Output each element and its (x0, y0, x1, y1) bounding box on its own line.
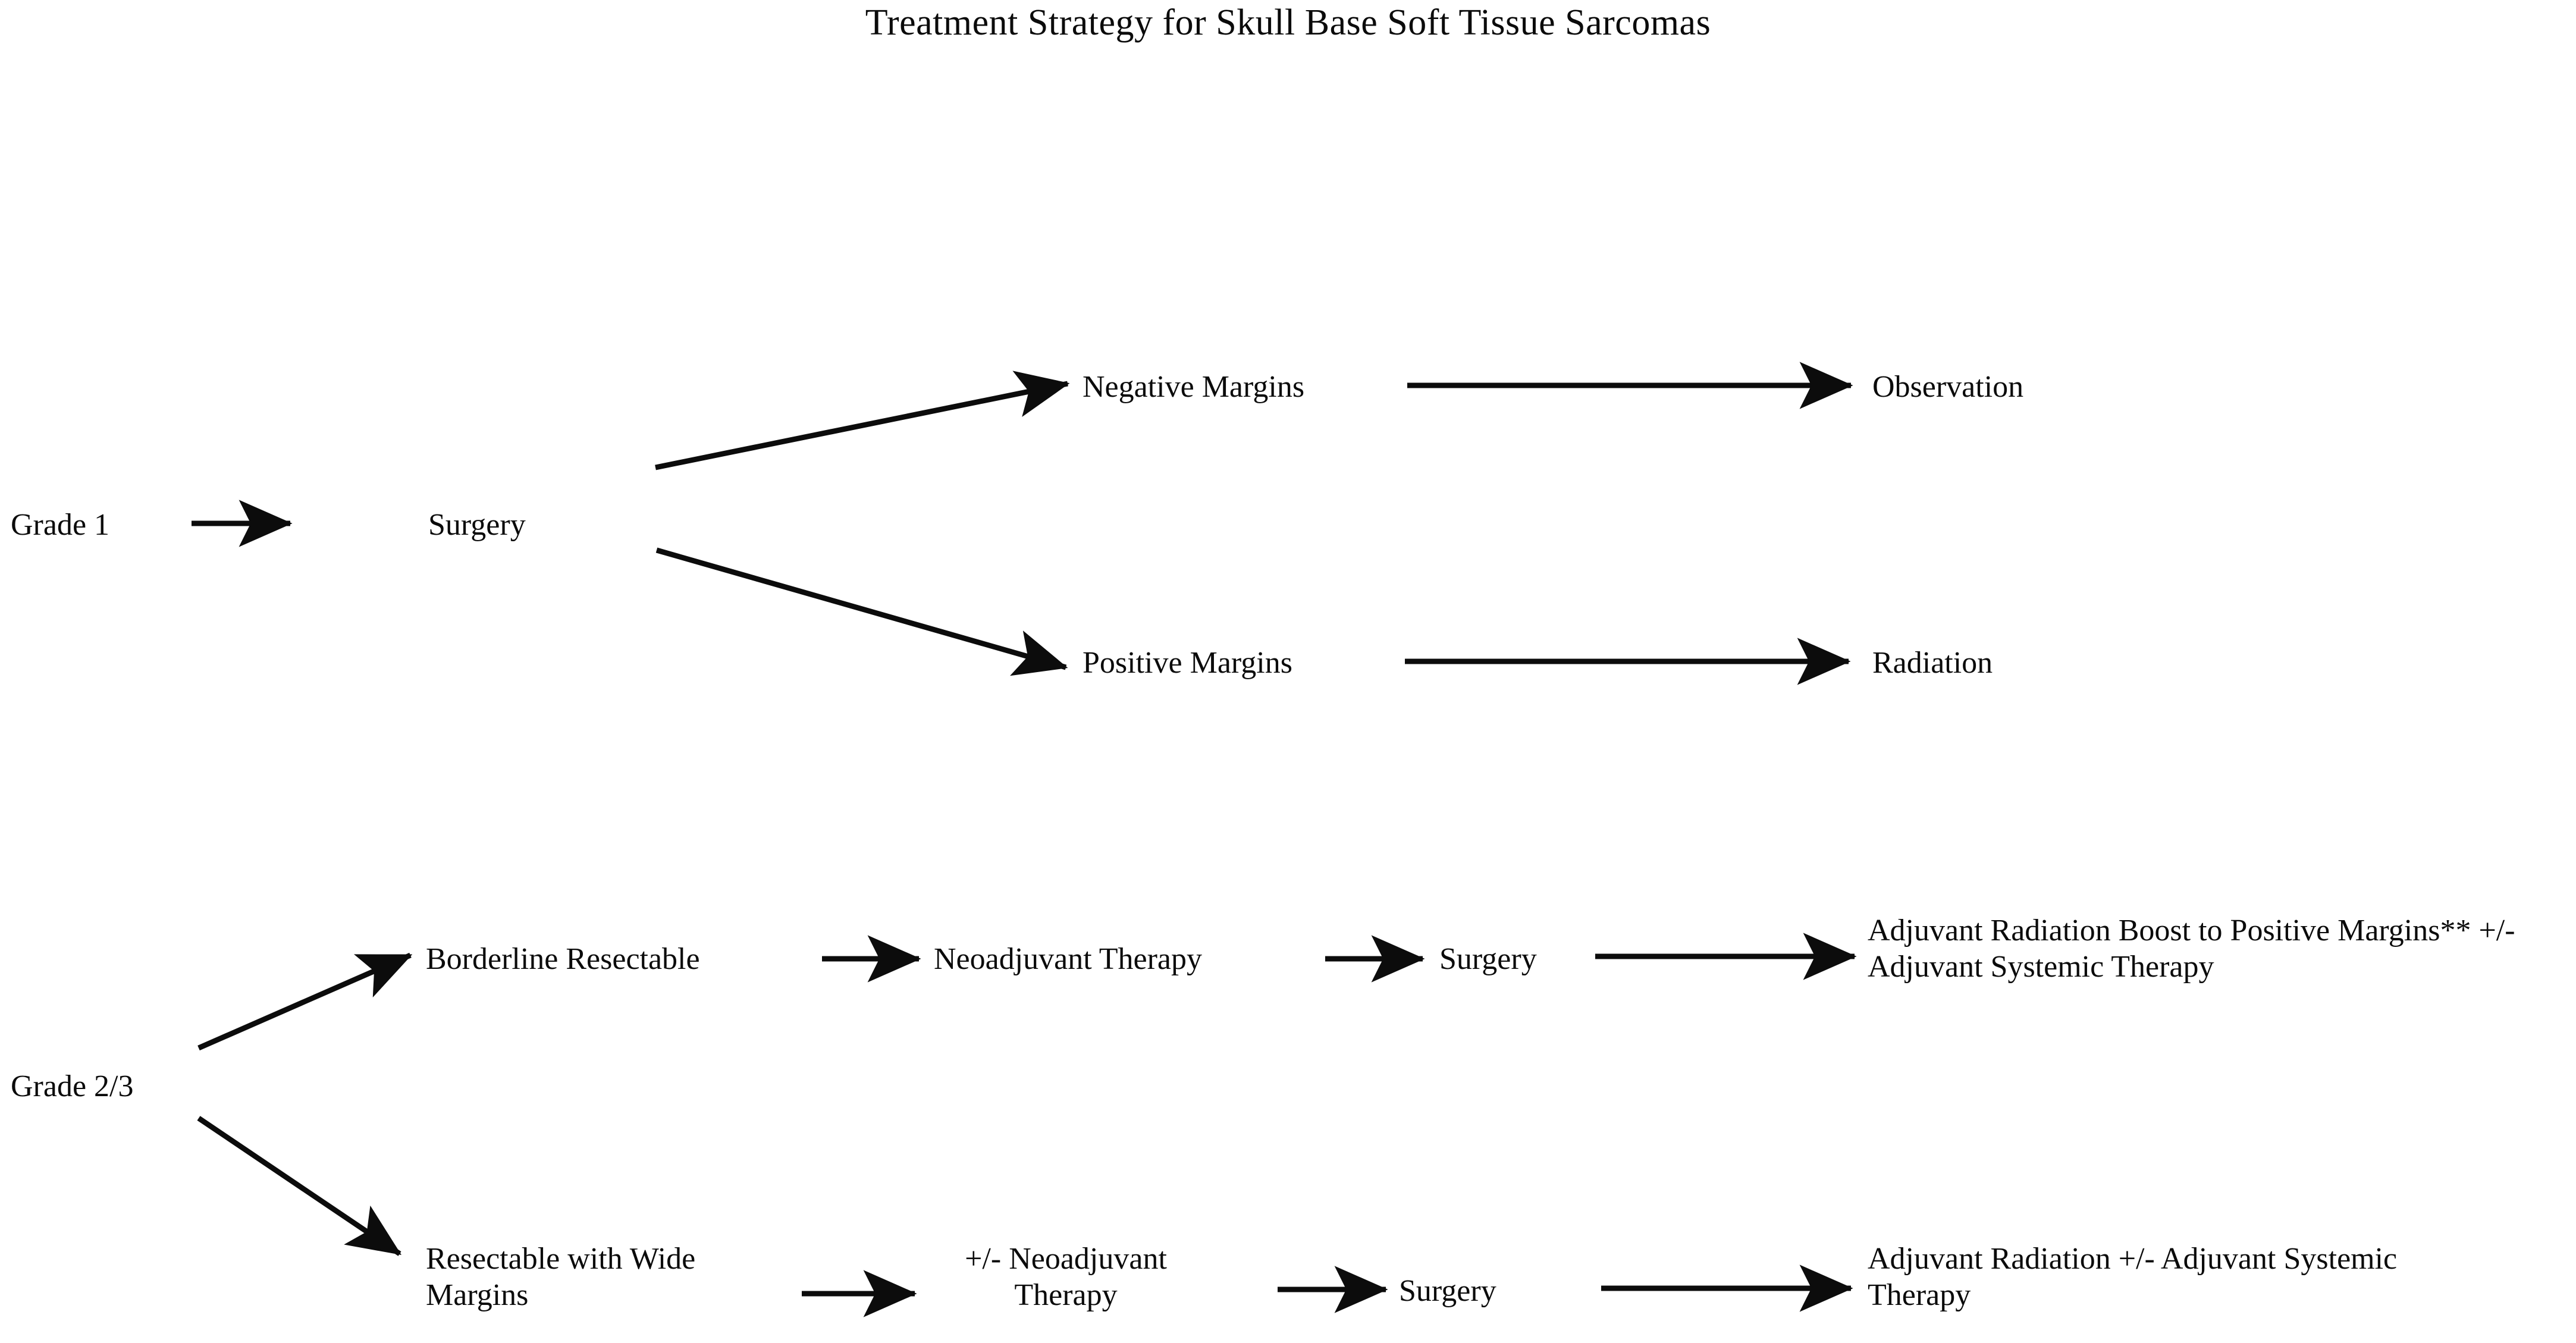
node-pm-neoadjuvant-therapy: +/- Neoadjuvant Therapy (965, 1242, 1167, 1313)
node-borderline-resectable: Borderline Resectable (426, 942, 700, 976)
edge-surgery-positive-margins (655, 547, 1068, 676)
node-negative-margins: Negative Margins (1083, 370, 1305, 404)
node-grade-2-3: Grade 2/3 (11, 1069, 134, 1103)
node-neoadjuvant-therapy: Neoadjuvant Therapy (934, 942, 1202, 976)
edge-grade23-resectable-wide (197, 1116, 401, 1256)
node-resectable-wide-margins: Resectable with Wide Margins (426, 1242, 696, 1313)
node-adjuvant-radiation: Adjuvant Radiation +/- Adjuvant Systemic… (1868, 1242, 2398, 1313)
node-surgery-grade1: Surgery (428, 508, 526, 542)
edge-grade23-borderline (197, 952, 413, 1051)
node-radiation: Radiation (1872, 646, 1993, 680)
node-adjuvant-radiation-boost: Adjuvant Radiation Boost to Positive Mar… (1868, 914, 2515, 984)
node-positive-margins: Positive Margins (1083, 646, 1292, 680)
node-grade-1: Grade 1 (11, 508, 110, 542)
figure-title: Treatment Strategy for Skull Base Soft T… (865, 2, 1711, 43)
node-surgery-borderline: Surgery (1439, 942, 1537, 976)
node-surgery-resectable: Surgery (1399, 1274, 1496, 1308)
node-observation: Observation (1872, 370, 2024, 404)
edge-surgery-negative-margins (655, 371, 1070, 470)
